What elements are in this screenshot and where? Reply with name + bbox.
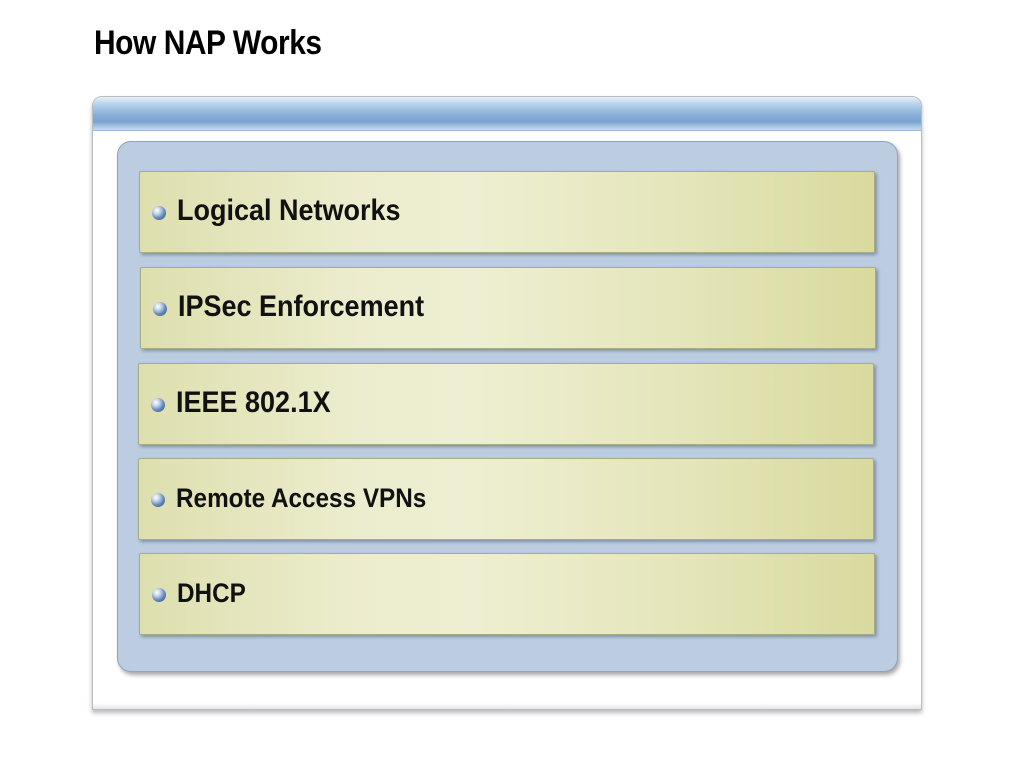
bullet-sphere-icon — [152, 588, 166, 602]
list-item-dhcp: DHCP — [139, 553, 875, 635]
list-item-label: IEEE 802.1X — [176, 386, 331, 419]
list-item-label: Logical Networks — [177, 194, 401, 227]
list-item-label: IPSec Enforcement — [178, 290, 425, 323]
list-item-ieee-8021x: IEEE 802.1X — [138, 363, 874, 445]
bullet-sphere-icon — [153, 302, 167, 316]
bullet-sphere-icon — [151, 493, 165, 507]
list-item-label: DHCP — [177, 578, 246, 608]
list-item-logical-networks: Logical Networks — [139, 171, 875, 253]
bullet-sphere-icon — [151, 398, 165, 412]
outer-panel-header-bar — [93, 97, 921, 131]
slide-title: How NAP Works — [94, 24, 322, 62]
list-item-remote-access-vpns: Remote Access VPNs — [138, 458, 874, 540]
outer-panel-bottom-edge — [93, 703, 921, 709]
bullet-sphere-icon — [152, 206, 166, 220]
list-item-label: Remote Access VPNs — [176, 483, 427, 513]
list-item-ipsec-enforcement: IPSec Enforcement — [140, 267, 876, 349]
